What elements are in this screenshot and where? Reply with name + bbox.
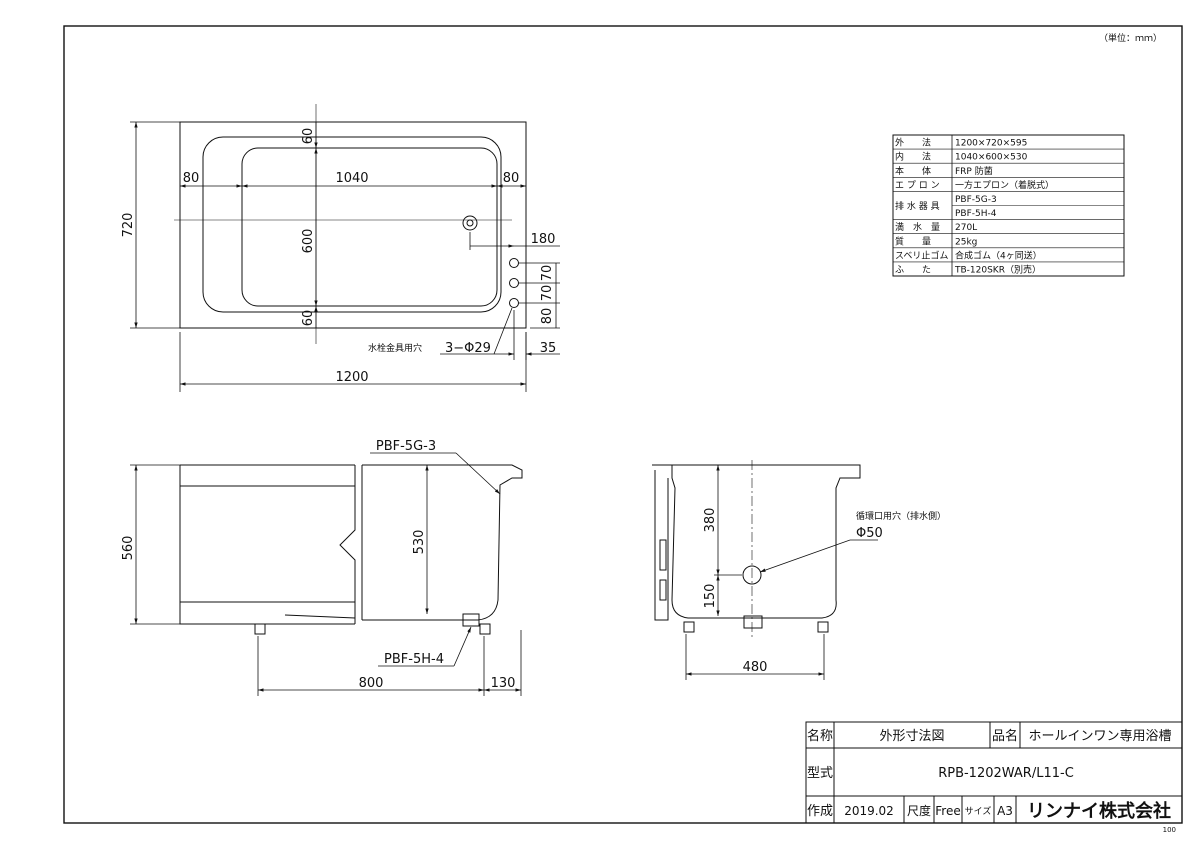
side-drain	[462, 613, 480, 627]
dim-overall-length: 1200	[335, 370, 368, 385]
dim-depth-inner: 530	[412, 530, 427, 555]
product-value: ホールインワン専用浴槽	[1028, 729, 1171, 744]
faucet-hole	[509, 258, 519, 268]
spec-label: エ プ ロ ン	[895, 180, 940, 191]
side-foot	[479, 623, 491, 635]
side-foot	[254, 623, 266, 635]
dim-inner-width: 600	[301, 229, 316, 254]
plan-dimension-texts: 60 80 1040 80 600 60 720 1200 180 70 70 …	[121, 128, 556, 385]
lower-drain-label: PBF-5H-4	[384, 652, 444, 667]
title-block-texts: 名称 外形寸法図 品名 ホールインワン専用浴槽 型式 RPB-1202WAR/L…	[807, 728, 1172, 822]
dim-length-foot: 800	[359, 676, 384, 691]
dim-length-end: 130	[491, 676, 516, 691]
dim-hole-pitch-1: 70	[540, 265, 555, 282]
name-label: 名称	[807, 728, 833, 744]
dim-depth-lower: 150	[703, 584, 718, 609]
spec-value: 270L	[955, 223, 977, 233]
end-view-texts: 380 150 480 循環口用穴（排水側） Φ50	[703, 508, 946, 675]
size-value: A3	[997, 804, 1013, 818]
spec-value: 1040×600×530	[955, 153, 1028, 163]
made-label: 作成	[807, 804, 833, 819]
spec-label: 内 法	[895, 151, 931, 163]
dim-top-margin: 60	[301, 128, 316, 145]
page-number: 100	[1163, 826, 1176, 834]
scale-value: Free	[935, 804, 960, 818]
spec-label: 外 法	[895, 137, 931, 149]
dim-height-total: 560	[121, 536, 136, 561]
unit-note: （単位：ｍｍ）	[1099, 32, 1162, 44]
dim-hole-offset: 180	[531, 232, 556, 247]
name-value: 外形寸法図	[879, 729, 944, 744]
plan-inner-basin	[241, 147, 498, 307]
circulation-port	[742, 565, 762, 585]
faucet-hole	[509, 278, 519, 288]
dim-left-margin: 80	[183, 171, 200, 186]
holes-label: 3−Φ29	[445, 341, 491, 356]
sheet-border	[63, 25, 1183, 824]
end-foot	[683, 621, 695, 633]
faucet-hole	[509, 298, 519, 308]
plan-dimension-lines	[130, 121, 560, 392]
end-drain	[743, 615, 763, 629]
spec-table: 外 法 1200×720×595 内 法 1040×600×530 本 体 FRP 防菌エ…	[892, 134, 1125, 277]
dim-width-foot: 480	[743, 660, 768, 675]
end-foot	[817, 621, 829, 633]
side-view	[130, 452, 523, 696]
made-value: 2019.02	[844, 804, 894, 818]
spec-value: TB-120SKR（別売）	[954, 264, 1041, 276]
upper-drain-label: PBF-5G-3	[376, 439, 436, 454]
spec-label: スベリ止ゴム	[895, 249, 948, 261]
faucet-hole-label: 水栓金具用穴	[368, 342, 422, 354]
circulation-port-label: 循環口用穴（排水側）	[856, 510, 946, 522]
spec-label: 排 水 器 具	[895, 200, 940, 212]
model-label: 型式	[807, 766, 833, 781]
dim-hole-pitch-3: 80	[540, 308, 555, 325]
plan-view	[130, 104, 560, 392]
model-value: RPB-1202WAR/L11-C	[938, 766, 1074, 781]
circulation-port-dia: Φ50	[856, 526, 883, 541]
spec-label: ふ た	[895, 265, 931, 276]
side-outline	[179, 464, 523, 625]
spec-value: 1200×720×595	[955, 139, 1027, 149]
plan-outer-rim	[179, 121, 527, 329]
end-outline	[652, 464, 861, 619]
end-view	[652, 460, 878, 680]
spec-label: 質 量	[895, 235, 931, 247]
dim-overall-width: 720	[121, 213, 136, 238]
dim-inner-length: 1040	[335, 171, 368, 186]
scale-label: 尺度	[907, 803, 931, 818]
dim-hole-edge: 35	[540, 341, 557, 356]
title-block	[805, 721, 1183, 824]
spec-value: PBF-5H-4	[955, 209, 997, 219]
spec-value: PBF-5G-3	[955, 195, 997, 205]
plan-drain	[462, 215, 478, 231]
dim-hole-pitch-2: 70	[540, 285, 555, 302]
spec-value: 25kg	[955, 237, 977, 247]
side-view-texts: PBF-5G-3 PBF-5H-4 560 530 800 130	[121, 439, 515, 691]
dim-right-margin: 80	[503, 171, 520, 186]
size-label: サイズ	[965, 805, 992, 817]
spec-label: 本 体	[895, 165, 931, 177]
spec-label: 満 水 量	[895, 221, 940, 233]
product-label: 品名	[992, 728, 1018, 744]
company-name: リンナイ株式会社	[1027, 800, 1171, 822]
spec-value: FRP 防菌	[955, 165, 993, 177]
dim-depth-upper: 380	[703, 508, 718, 533]
plan-rim-inner	[202, 136, 502, 313]
spec-value: 合成ゴム（4ヶ同送）	[955, 249, 1042, 261]
spec-value: 一方エプロン（着脱式）	[955, 179, 1054, 191]
dim-bottom-margin: 60	[301, 310, 316, 327]
